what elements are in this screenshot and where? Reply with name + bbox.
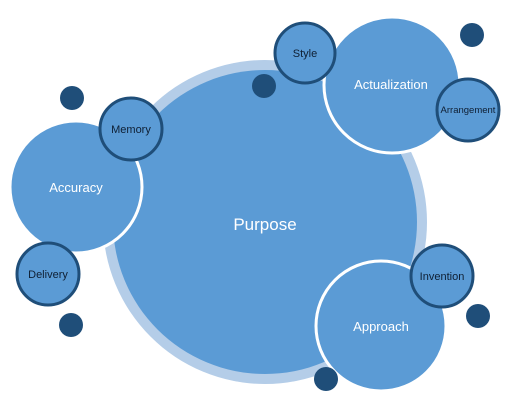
arrangement-circle <box>435 77 501 143</box>
dot <box>60 86 84 110</box>
delivery-circle <box>15 241 81 307</box>
delivery-label: Delivery <box>28 269 68 281</box>
accuracy-circle <box>8 119 144 255</box>
style-label: Style <box>293 48 317 60</box>
invention-node: Invention <box>409 243 475 309</box>
accuracy-label: Accuracy <box>49 180 103 195</box>
arrangement-node: Arrangement <box>435 77 501 143</box>
delivery-node: Delivery <box>15 241 81 307</box>
actualization-node: Actualization <box>322 15 462 155</box>
purpose-label: Purpose <box>233 215 296 234</box>
memory-circle <box>98 96 164 162</box>
dot <box>252 74 276 98</box>
style-node: Style <box>273 21 337 85</box>
style-circle <box>273 21 337 85</box>
memory-label: Memory <box>111 124 151 136</box>
actualization-label: Actualization <box>354 77 428 92</box>
approach-node: Approach <box>314 259 448 393</box>
dot <box>460 23 484 47</box>
dot <box>466 304 490 328</box>
invention-circle <box>409 243 475 309</box>
dot <box>59 313 83 337</box>
dot <box>314 367 338 391</box>
memory-node: Memory <box>98 96 164 162</box>
arrangement-label: Arrangement <box>441 105 496 116</box>
accuracy-node: Accuracy <box>8 119 144 255</box>
approach-circle <box>314 259 448 393</box>
invention-label: Invention <box>420 271 465 283</box>
approach-label: Approach <box>353 319 409 334</box>
decorative-dots <box>59 23 490 391</box>
